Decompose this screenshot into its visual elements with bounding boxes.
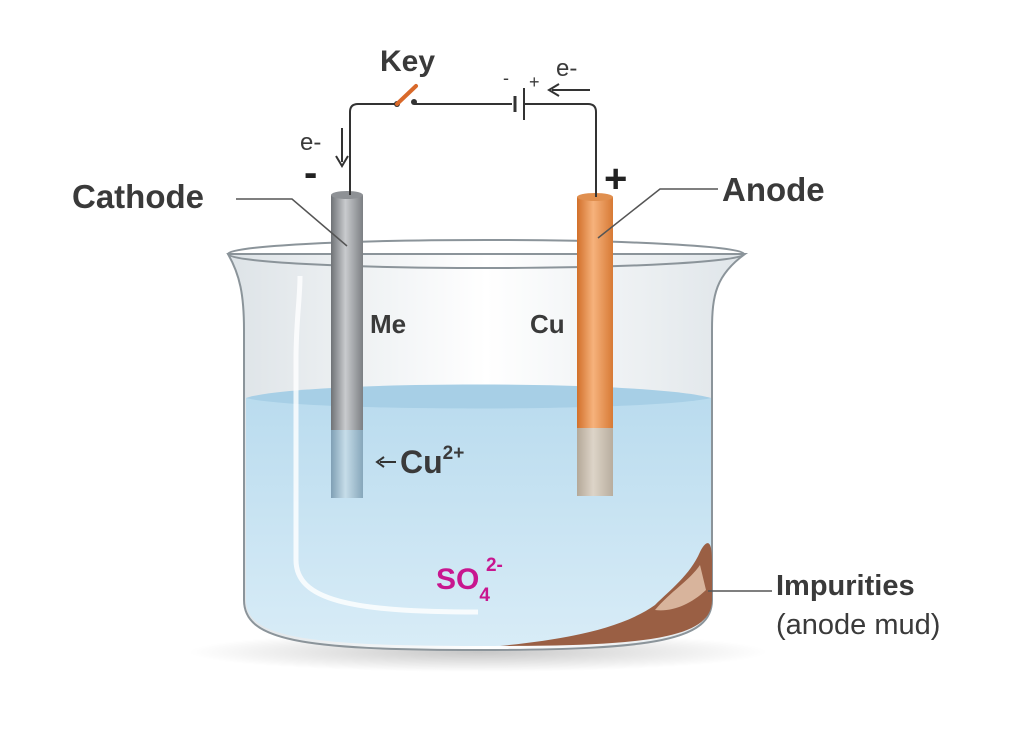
electron-arrow-left-icon — [547, 83, 590, 97]
electron-arrow-down-icon — [335, 128, 349, 168]
key-label: Key — [380, 45, 435, 78]
electron-label-right: e- — [556, 55, 577, 82]
cathode-metal-label: Me — [370, 309, 406, 339]
sulfate-subscript: 4 — [479, 585, 490, 606]
anode-sign: + — [604, 157, 627, 201]
anode-mud-highlight — [655, 565, 706, 611]
anode-leader-line — [597, 188, 718, 239]
cathode-leader-line — [236, 198, 348, 247]
anode-metal-label: Cu — [530, 309, 565, 339]
beaker-inner-line — [293, 275, 479, 615]
beaker-rim — [227, 239, 745, 269]
copper-ion-arrow-icon — [375, 456, 396, 468]
anode-mud — [500, 543, 712, 646]
anode-label: Anode — [722, 171, 825, 208]
battery-minus-label: - — [503, 68, 509, 88]
sulfate-charge: 2- — [486, 555, 503, 576]
anode-mud-label: (anode mud) — [776, 609, 940, 641]
battery-plus-label: + — [529, 72, 540, 92]
copper-ion-charge: 2+ — [443, 443, 465, 464]
sulfate-ion-label: SO4 2- — [436, 555, 503, 606]
circuit-wire — [349, 103, 597, 197]
copper-ion-base: Cu — [400, 444, 443, 480]
copper-ion-label: Cu2+ — [400, 443, 464, 480]
cathode-sign: - — [304, 151, 317, 195]
electron-label-left: e- — [300, 129, 321, 156]
electrolyte-solution — [246, 390, 711, 646]
anode-electrode — [577, 193, 613, 496]
key-switch-lever — [395, 84, 418, 106]
cathode-electrode — [331, 191, 363, 498]
key-contact-right — [411, 99, 417, 105]
impurities-label: Impurities — [776, 570, 915, 602]
cathode-label: Cathode — [72, 178, 204, 215]
sulfate-base: SO — [436, 563, 479, 596]
